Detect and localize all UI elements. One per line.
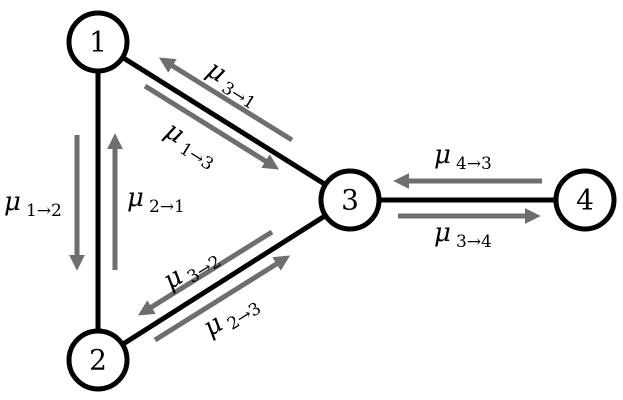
arrow-mu-2-3 xyxy=(153,255,291,343)
node-2: 2 xyxy=(66,328,130,392)
node-4: 4 xyxy=(553,168,617,232)
label-mu-1-3: μ 1→3 xyxy=(157,115,224,175)
label-mu-3-4-sub: 3→4 xyxy=(456,232,492,252)
label-mu-4-3-sub: 4→3 xyxy=(456,154,492,174)
label-mu-3-4-symbol: μ xyxy=(434,218,451,248)
nodes: 1 2 3 4 xyxy=(66,10,617,392)
label-mu-1-2-symbol: μ xyxy=(4,187,21,217)
arrow-mu-3-2 xyxy=(137,229,274,316)
node-3: 3 xyxy=(318,168,382,232)
label-mu-1-3-sub: 1→3 xyxy=(176,139,217,175)
label-mu-1-2-sub: 1→2 xyxy=(26,201,62,221)
message-arrows xyxy=(68,57,542,343)
node-3-label: 3 xyxy=(341,184,359,217)
arrow-mu-3-1 xyxy=(158,57,294,143)
edges xyxy=(95,39,588,363)
node-1-label: 1 xyxy=(89,26,107,59)
node-1: 1 xyxy=(66,10,130,74)
label-mu-3-2-symbol: μ xyxy=(158,262,188,296)
label-mu-3-2: μ 3→2 xyxy=(158,240,225,300)
node-4-circle xyxy=(553,168,617,232)
node-1-circle xyxy=(66,10,130,74)
label-mu-2-1-sub: 2→1 xyxy=(149,197,185,217)
label-mu-3-4: μ 3→4 xyxy=(434,218,492,252)
label-mu-2-3: μ 2→3 xyxy=(198,287,265,347)
node-2-circle xyxy=(66,328,130,392)
label-mu-4-3: μ 4→3 xyxy=(434,140,492,174)
label-mu-2-1-symbol: μ xyxy=(127,183,144,213)
node-2-label: 2 xyxy=(89,344,107,377)
label-mu-2-3-sub: 2→3 xyxy=(224,299,265,335)
label-mu-4-3-symbol: μ xyxy=(434,140,451,170)
node-4-label: 4 xyxy=(576,184,594,217)
node-3-circle xyxy=(318,168,382,232)
edge-1-3 xyxy=(95,39,353,203)
label-mu-2-1: μ 2→1 xyxy=(127,183,185,217)
edge-2-3 xyxy=(95,197,353,363)
label-mu-1-2: μ 1→2 xyxy=(4,187,62,221)
label-mu-2-3-symbol: μ xyxy=(198,309,228,343)
arrow-mu-1-3 xyxy=(143,83,280,170)
